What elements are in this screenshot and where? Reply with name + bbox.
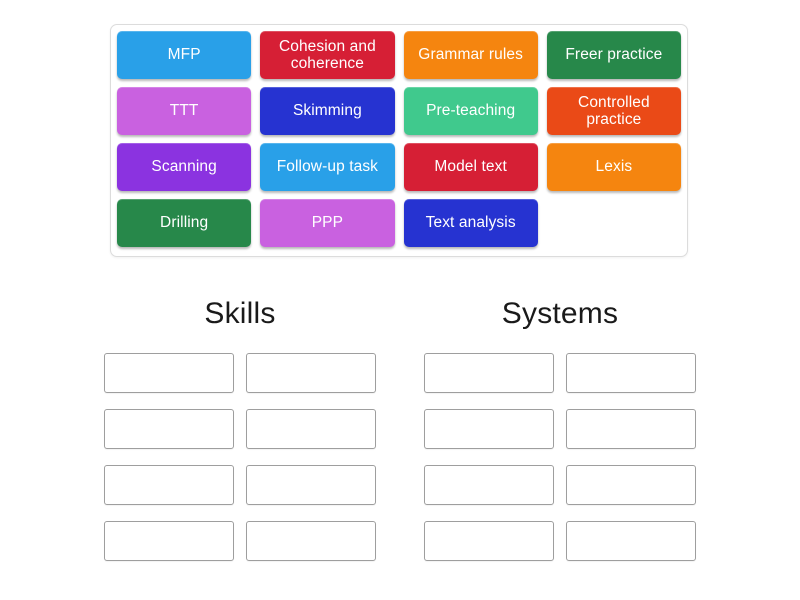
tile-row: Scanning Follow-up task Model text Lexis xyxy=(117,143,681,191)
tile-tray-empty-space xyxy=(547,199,681,247)
draggable-tile-drilling[interactable]: Drilling xyxy=(117,199,252,247)
group-title-systems: Systems xyxy=(501,297,619,330)
draggable-tile-skimming[interactable]: Skimming xyxy=(260,87,395,135)
drop-slot[interactable] xyxy=(566,409,696,449)
drop-slot[interactable] xyxy=(104,521,234,561)
draggable-tile-ppp[interactable]: PPP xyxy=(260,199,395,247)
draggable-tile-ttt[interactable]: TTT xyxy=(117,87,252,135)
drop-slot[interactable] xyxy=(104,465,234,505)
draggable-tile-text-analysis[interactable]: Text analysis xyxy=(403,199,538,247)
tile-row: MFP Cohesion and coherence Grammar rules… xyxy=(117,31,681,79)
draggable-tile-controlled-practice[interactable]: Controlled practice xyxy=(546,87,681,135)
drop-slot[interactable] xyxy=(566,465,696,505)
drop-slot[interactable] xyxy=(246,409,376,449)
draggable-tile-cohesion-and-coherence[interactable]: Cohesion and coherence xyxy=(260,31,395,79)
drop-slot[interactable] xyxy=(424,465,554,505)
drop-slot[interactable] xyxy=(566,521,696,561)
drop-slot[interactable] xyxy=(104,409,234,449)
draggable-tile-pre-teaching[interactable]: Pre-teaching xyxy=(403,87,538,135)
drop-slot[interactable] xyxy=(246,353,376,393)
draggable-tile-follow-up-task[interactable]: Follow-up task xyxy=(260,143,395,191)
draggable-tile-lexis[interactable]: Lexis xyxy=(546,143,681,191)
drop-group-skills xyxy=(104,353,376,561)
tile-row: Drilling PPP Text analysis xyxy=(117,199,681,247)
tile-row: TTT Skimming Pre-teaching Controlled pra… xyxy=(117,87,681,135)
tile-tray: MFP Cohesion and coherence Grammar rules… xyxy=(110,24,688,257)
draggable-tile-mfp[interactable]: MFP xyxy=(117,31,252,79)
drop-slot[interactable] xyxy=(246,521,376,561)
draggable-tile-freer-practice[interactable]: Freer practice xyxy=(546,31,681,79)
drop-group-systems xyxy=(424,353,696,561)
drop-slot[interactable] xyxy=(424,409,554,449)
drop-slot[interactable] xyxy=(246,465,376,505)
draggable-tile-grammar-rules[interactable]: Grammar rules xyxy=(403,31,538,79)
drop-slot[interactable] xyxy=(104,353,234,393)
draggable-tile-model-text[interactable]: Model text xyxy=(403,143,538,191)
drop-slot[interactable] xyxy=(424,521,554,561)
drop-slot[interactable] xyxy=(424,353,554,393)
draggable-tile-scanning[interactable]: Scanning xyxy=(117,143,252,191)
group-title-skills: Skills xyxy=(204,297,276,330)
drop-slot[interactable] xyxy=(566,353,696,393)
